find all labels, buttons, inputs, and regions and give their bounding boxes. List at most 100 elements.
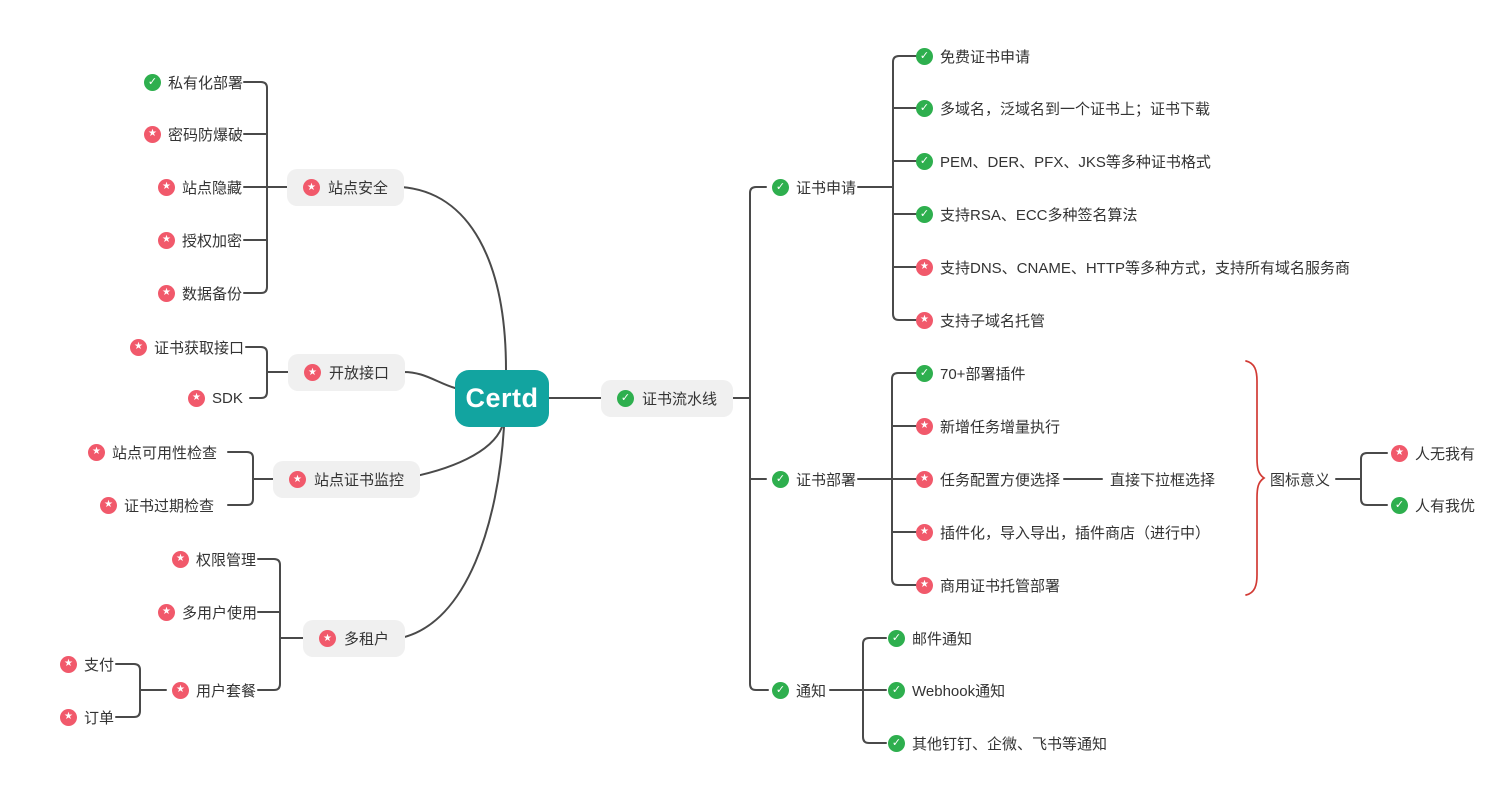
node-sdk[interactable]: SDK <box>188 384 243 412</box>
node-label: 密码防爆破 <box>168 126 244 144</box>
node-cert-fetch-api[interactable]: 证书获取接口 <box>130 333 244 361</box>
node-label: 站点隐藏 <box>182 179 243 197</box>
node-legend-unique-feature[interactable]: 人无我有 <box>1391 439 1475 467</box>
node-label: 图标意义 <box>1270 471 1331 489</box>
node-cert-formats[interactable]: PEM、DER、PFX、JKS等多种证书格式 <box>916 147 1211 175</box>
node-free-cert-apply[interactable]: 免费证书申请 <box>916 42 1030 70</box>
node-multi-domain-cert[interactable]: 多域名，泛域名到一个证书上；证书下载 <box>916 94 1210 122</box>
node-webhook-notify[interactable]: Webhook通知 <box>888 676 1005 704</box>
node-order[interactable]: 订单 <box>60 703 114 731</box>
node-label: 人无我有 <box>1415 445 1476 463</box>
node-label: 多域名，泛域名到一个证书上；证书下载 <box>940 100 1211 118</box>
star-icon <box>60 708 77 726</box>
star-icon <box>172 550 189 568</box>
node-multi-user[interactable]: 多用户使用 <box>158 598 257 626</box>
node-auth-encryption[interactable]: 授权加密 <box>158 226 242 254</box>
node-password-bruteforce-protection[interactable]: 密码防爆破 <box>144 120 243 148</box>
check-icon <box>888 681 905 699</box>
node-label: 免费证书申请 <box>940 48 1031 66</box>
star-icon <box>88 443 105 461</box>
node-label: 多租户 <box>344 631 390 648</box>
node-deploy-plugins[interactable]: 70+部署插件 <box>916 359 1025 387</box>
star-icon <box>319 630 336 647</box>
node-label: 站点安全 <box>328 180 389 197</box>
node-label: 私有化部署 <box>168 74 244 92</box>
node-label: 70+部署插件 <box>940 365 1026 383</box>
node-label: 新增任务增量执行 <box>940 418 1061 436</box>
star-icon <box>916 311 933 329</box>
node-open-api[interactable]: 开放接口 <box>288 354 406 391</box>
star-icon <box>100 496 117 514</box>
node-label: 多用户使用 <box>182 604 258 622</box>
node-subdomain-hosting[interactable]: 支持子域名托管 <box>916 306 1045 334</box>
star-icon <box>158 603 175 621</box>
node-cert-expiry-check[interactable]: 证书过期检查 <box>100 491 214 519</box>
node-label: 支持DNS、CNAME、HTTP等多种方式，支持所有域名服务商 <box>940 259 1351 277</box>
node-label: 插件化，导入导出，插件商店（进行中） <box>940 524 1211 542</box>
node-site-availability-check[interactable]: 站点可用性检查 <box>88 438 217 466</box>
note-dropdown-select[interactable]: 直接下拉框选择 <box>1110 465 1215 493</box>
brace-annotation <box>1245 360 1266 596</box>
node-legend-title[interactable]: 图标意义 <box>1270 465 1330 493</box>
star-icon <box>303 179 320 196</box>
node-notification[interactable]: 通知 <box>772 676 826 704</box>
star-icon <box>916 258 933 276</box>
check-icon <box>772 178 789 196</box>
star-icon <box>289 471 306 488</box>
star-icon <box>60 655 77 673</box>
node-email-notify[interactable]: 邮件通知 <box>888 624 972 652</box>
star-icon <box>916 417 933 435</box>
node-site-hiding[interactable]: 站点隐藏 <box>158 173 242 201</box>
node-commercial-cert-deploy[interactable]: 商用证书托管部署 <box>916 571 1060 599</box>
node-permission-management[interactable]: 权限管理 <box>172 545 256 573</box>
node-label: 证书获取接口 <box>154 339 245 357</box>
check-icon <box>772 470 789 488</box>
node-task-config-select[interactable]: 任务配置方便选择 <box>916 465 1060 493</box>
node-label: 支持RSA、ECC多种签名算法 <box>940 206 1138 224</box>
node-label: 权限管理 <box>196 551 257 569</box>
star-icon <box>916 523 933 541</box>
node-site-cert-monitor[interactable]: 站点证书监控 <box>273 461 421 498</box>
star-icon <box>916 470 933 488</box>
node-payment[interactable]: 支付 <box>60 650 114 678</box>
check-icon <box>916 99 933 117</box>
check-icon <box>916 205 933 223</box>
check-icon <box>772 681 789 699</box>
node-label: 站点可用性检查 <box>112 444 218 462</box>
node-label: 站点证书监控 <box>314 472 405 489</box>
node-label: 订单 <box>84 709 115 727</box>
node-cert-pipeline[interactable]: 证书流水线 <box>601 380 734 417</box>
node-label: 证书部署 <box>796 471 857 489</box>
node-pluginization-store[interactable]: 插件化，导入导出，插件商店（进行中） <box>916 518 1210 546</box>
check-icon <box>916 364 933 382</box>
node-sign-algorithms[interactable]: 支持RSA、ECC多种签名算法 <box>916 200 1138 228</box>
node-label: 数据备份 <box>182 285 243 303</box>
node-label: 其他钉钉、企微、飞书等通知 <box>912 735 1108 753</box>
check-icon <box>144 73 161 91</box>
root-label: Certd <box>465 383 539 413</box>
node-site-security[interactable]: 站点安全 <box>287 169 405 206</box>
check-icon <box>916 152 933 170</box>
node-dns-validation-methods[interactable]: 支持DNS、CNAME、HTTP等多种方式，支持所有域名服务商 <box>916 253 1350 281</box>
node-label: 邮件通知 <box>912 630 973 648</box>
check-icon <box>1391 496 1408 514</box>
node-user-plan[interactable]: 用户套餐 <box>172 676 256 704</box>
root-node-certd[interactable]: Certd <box>455 370 549 427</box>
node-cert-deploy[interactable]: 证书部署 <box>772 465 856 493</box>
node-private-deployment[interactable]: 私有化部署 <box>144 68 243 96</box>
check-icon <box>916 47 933 65</box>
node-label: 授权加密 <box>182 232 243 250</box>
node-incremental-task-run[interactable]: 新增任务增量执行 <box>916 412 1060 440</box>
node-multi-tenant[interactable]: 多租户 <box>303 620 406 657</box>
node-label: 直接下拉框选择 <box>1110 471 1216 489</box>
node-label: 证书流水线 <box>642 391 718 408</box>
node-label: 任务配置方便选择 <box>940 471 1061 489</box>
node-label: 证书申请 <box>796 179 857 197</box>
node-label: 支持子域名托管 <box>940 312 1046 330</box>
node-cert-apply[interactable]: 证书申请 <box>772 173 856 201</box>
node-other-im-notify[interactable]: 其他钉钉、企微、飞书等通知 <box>888 729 1107 757</box>
node-legend-better-feature[interactable]: 人有我优 <box>1391 491 1475 519</box>
node-data-backup[interactable]: 数据备份 <box>158 279 242 307</box>
